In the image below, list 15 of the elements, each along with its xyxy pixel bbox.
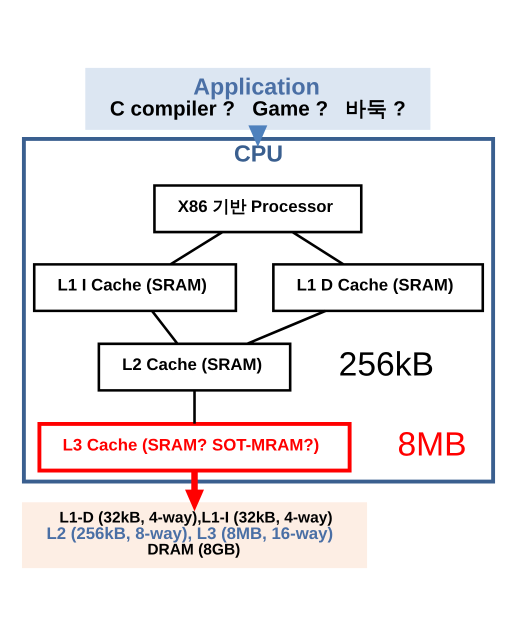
connector [170, 230, 224, 265]
connector [151, 310, 178, 344]
node-box: L1 I Cache (SRAM) [32, 262, 238, 312]
node-box: L2 Cache (SRAM) [98, 342, 292, 392]
arrow [248, 124, 268, 147]
node-box: L1 D Cache (SRAM) [272, 262, 484, 312]
arrow [185, 470, 204, 511]
node-label: 256kB [338, 346, 434, 383]
node-box: X86 기반 Processor [153, 184, 363, 233]
connector [193, 390, 196, 424]
connector [292, 230, 344, 265]
node-box: L1-D (32kB, 4-way),L1-I (32kB, 4-way) L2 (256kB, 8-way), L3 (8MB, 16-way) DRAM (8GB) [22, 502, 368, 568]
node-label: 8MB [397, 426, 467, 463]
connector [246, 309, 326, 344]
node-box: L3 Cache (SRAM? SOT-MRAM?) [37, 422, 352, 472]
